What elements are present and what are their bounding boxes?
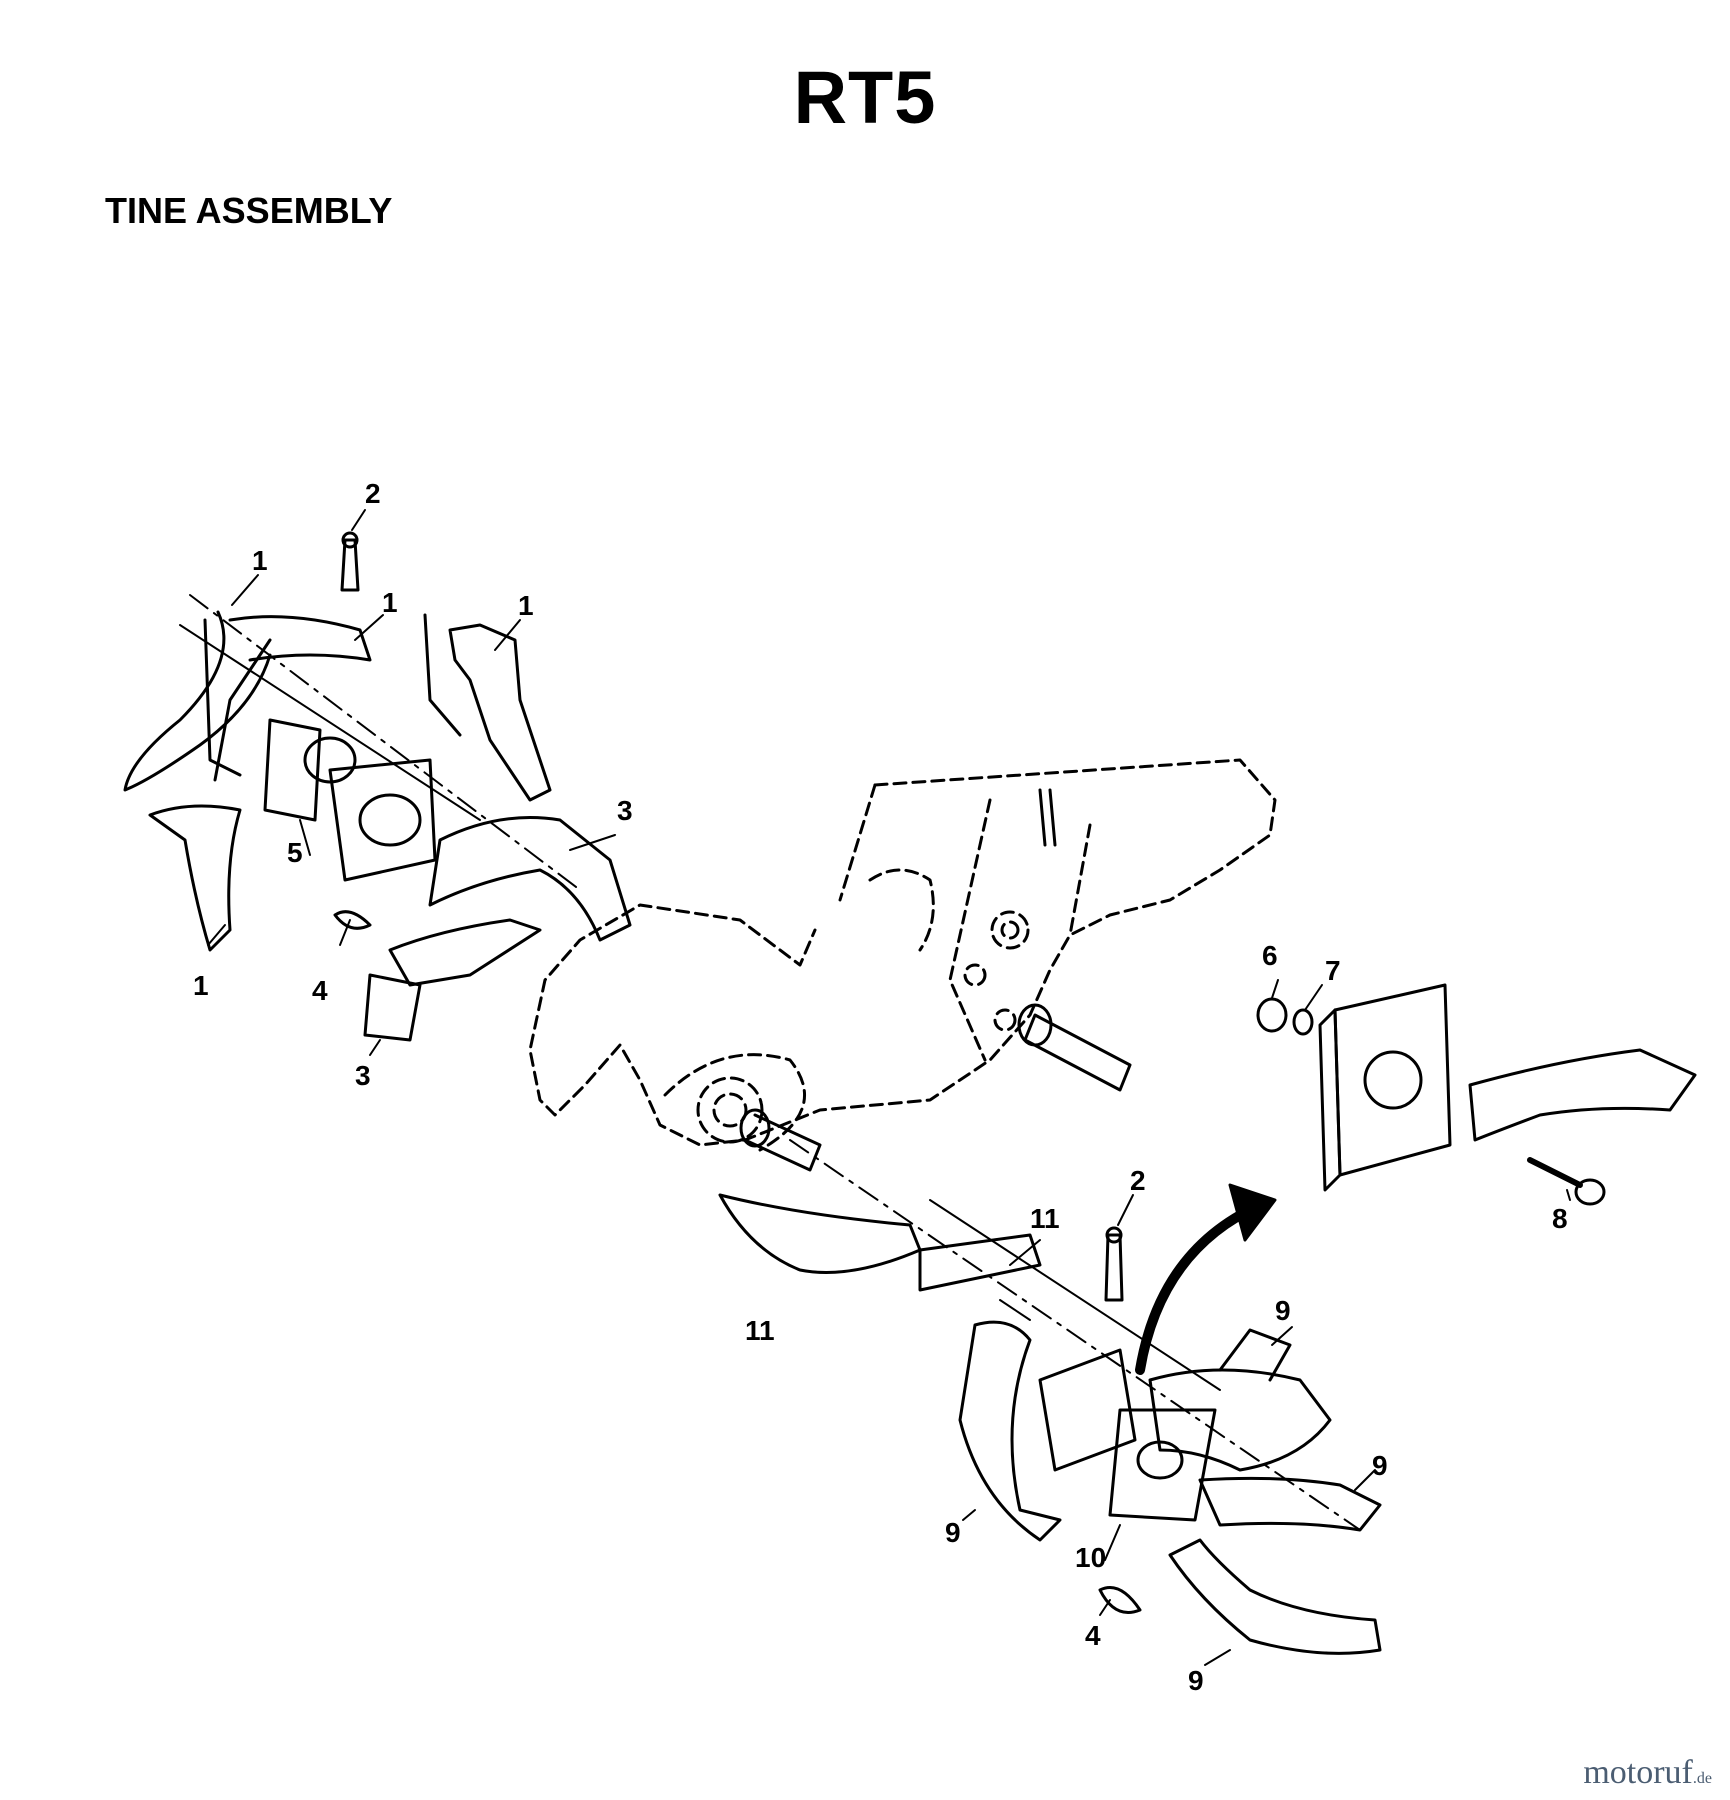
section-title: TINE ASSEMBLY: [105, 190, 393, 231]
callout-11: 11: [745, 1315, 775, 1346]
callout-numbers: 1 1 1 1 2 2 3 3 4 4 5 6 7 8 9 9 9 9 10 1…: [193, 478, 1568, 1696]
callout-1: 1: [518, 590, 534, 621]
callout-2: 2: [1130, 1165, 1146, 1196]
tiller-housing: [528, 758, 1277, 1152]
callout-11: 11: [1030, 1203, 1060, 1234]
right-hardware: [1256, 983, 1697, 1206]
watermark-text: motoruf: [1583, 1754, 1693, 1791]
page-title: RT5: [793, 56, 937, 139]
left-tine-assembly: [123, 531, 632, 1042]
callout-9: 9: [1188, 1665, 1204, 1696]
callout-1: 1: [193, 970, 209, 1001]
callout-3: 3: [617, 795, 633, 826]
callout-1: 1: [382, 587, 398, 618]
watermark-logo: motoruf.de: [1583, 1754, 1712, 1792]
callout-4: 4: [1085, 1620, 1101, 1651]
callout-8: 8: [1552, 1203, 1568, 1234]
callout-4: 4: [312, 975, 328, 1006]
callout-1: 1: [252, 545, 268, 576]
callout-10: 10: [1075, 1542, 1106, 1573]
callout-6: 6: [1262, 940, 1278, 971]
watermark-domain: .de: [1692, 1770, 1712, 1787]
callout-7: 7: [1325, 955, 1341, 986]
callout-5: 5: [287, 837, 303, 868]
output-shaft: [739, 788, 1132, 1172]
callout-9: 9: [1275, 1295, 1291, 1326]
callout-9: 9: [945, 1517, 961, 1548]
leader-lines: [207, 509, 1571, 1666]
lower-tine-assembly: [718, 1139, 1382, 1655]
callout-9: 9: [1372, 1450, 1388, 1481]
callout-2: 2: [365, 478, 381, 509]
callout-3: 3: [355, 1060, 371, 1091]
